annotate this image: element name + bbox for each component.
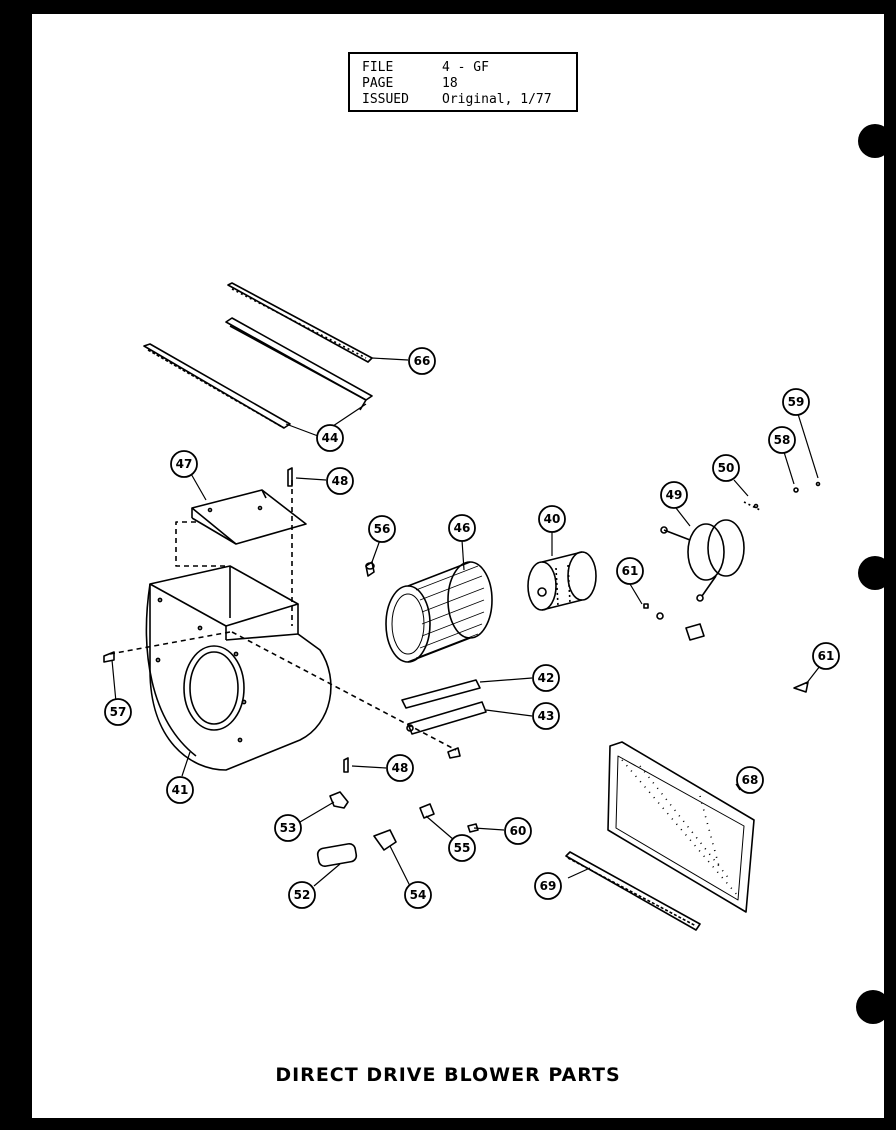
lower-rail-part (143, 343, 291, 429)
clip-part (419, 803, 479, 833)
blower-housing-part (145, 565, 332, 771)
callout-44: 44 (316, 424, 344, 452)
callout-52: 52 (288, 881, 316, 909)
callout-69: 69 (534, 872, 562, 900)
callout-61-left: 61 (616, 557, 644, 585)
callout-61-right-label: 61 (818, 649, 835, 663)
callout-68-label: 68 (742, 773, 759, 787)
callout-48-lower: 48 (386, 754, 414, 782)
callout-61-left-label: 61 (622, 564, 639, 578)
filter-rail-part (565, 851, 701, 931)
callout-59: 59 (782, 388, 810, 416)
cutoff-plate-part (191, 489, 307, 545)
motor-bracket-part (401, 679, 487, 735)
callout-54-label: 54 (410, 888, 427, 902)
middle-rail-part (225, 317, 373, 411)
callout-41: 41 (166, 776, 194, 804)
callout-40-label: 40 (544, 512, 561, 526)
callout-43: 43 (532, 702, 560, 730)
callout-49-label: 49 (666, 488, 683, 502)
page-label: PAGE (362, 76, 394, 91)
callout-55-label: 55 (454, 841, 471, 855)
callout-69-label: 69 (540, 879, 557, 893)
callout-41-label: 41 (172, 783, 189, 797)
callout-57-label: 57 (110, 705, 127, 719)
callout-58: 58 (768, 426, 796, 454)
callout-66-label: 66 (414, 354, 431, 368)
file-row: FILE 4 - GF (362, 60, 489, 76)
callout-55: 55 (448, 834, 476, 862)
callout-48-upper-label: 48 (332, 474, 349, 488)
callout-46-label: 46 (454, 521, 471, 535)
callout-49: 49 (660, 481, 688, 509)
small-hardware (103, 467, 821, 773)
issued-value: Original, 1/77 (442, 92, 552, 107)
callout-47: 47 (170, 450, 198, 478)
page-value: 18 (442, 76, 458, 91)
callout-42-label: 42 (538, 671, 555, 685)
binder-hole-middle (858, 556, 892, 590)
callout-66: 66 (408, 347, 436, 375)
callout-43-label: 43 (538, 709, 555, 723)
binder-hole-top (858, 124, 892, 158)
top-rail-part (227, 282, 373, 363)
capacitor-part (316, 842, 358, 868)
issued-row: ISSUED Original, 1/77 (362, 92, 552, 108)
blower-wheel-part (385, 561, 493, 663)
callout-50: 50 (712, 454, 740, 482)
callout-60: 60 (504, 817, 532, 845)
filter-part (607, 741, 755, 913)
leader-lines (111, 357, 821, 887)
file-label: FILE (362, 60, 394, 75)
callout-60-label: 60 (510, 824, 527, 838)
motor-part (527, 551, 597, 611)
callout-54: 54 (404, 881, 432, 909)
callout-50-label: 50 (718, 461, 735, 475)
issued-label: ISSUED (362, 92, 409, 107)
callout-40: 40 (538, 505, 566, 533)
callout-53: 53 (274, 814, 302, 842)
capacitor-strap-part (329, 791, 397, 851)
callout-56: 56 (368, 515, 396, 543)
callout-52-label: 52 (294, 888, 311, 902)
callout-48-upper: 48 (326, 467, 354, 495)
file-info-box: FILE 4 - GF PAGE 18 ISSUED Original, 1/77 (348, 52, 578, 112)
callout-48-lower-label: 48 (392, 761, 409, 775)
binder-hole-bottom (856, 990, 890, 1024)
callout-42: 42 (532, 664, 560, 692)
callout-58-label: 58 (774, 433, 791, 447)
callout-44-label: 44 (322, 431, 339, 445)
motor-mount-part (660, 501, 761, 602)
diagram-caption: DIRECT DRIVE BLOWER PARTS (275, 1064, 621, 1086)
callout-47-label: 47 (176, 457, 193, 471)
page-row: PAGE 18 (362, 76, 458, 92)
callout-68: 68 (736, 766, 764, 794)
assembly-dash-lines (109, 480, 457, 751)
callout-61-right: 61 (812, 642, 840, 670)
callout-53-label: 53 (280, 821, 297, 835)
callout-57: 57 (104, 698, 132, 726)
file-value: 4 - GF (442, 60, 489, 75)
callout-59-label: 59 (788, 395, 805, 409)
callout-46: 46 (448, 514, 476, 542)
callout-56-label: 56 (374, 522, 391, 536)
